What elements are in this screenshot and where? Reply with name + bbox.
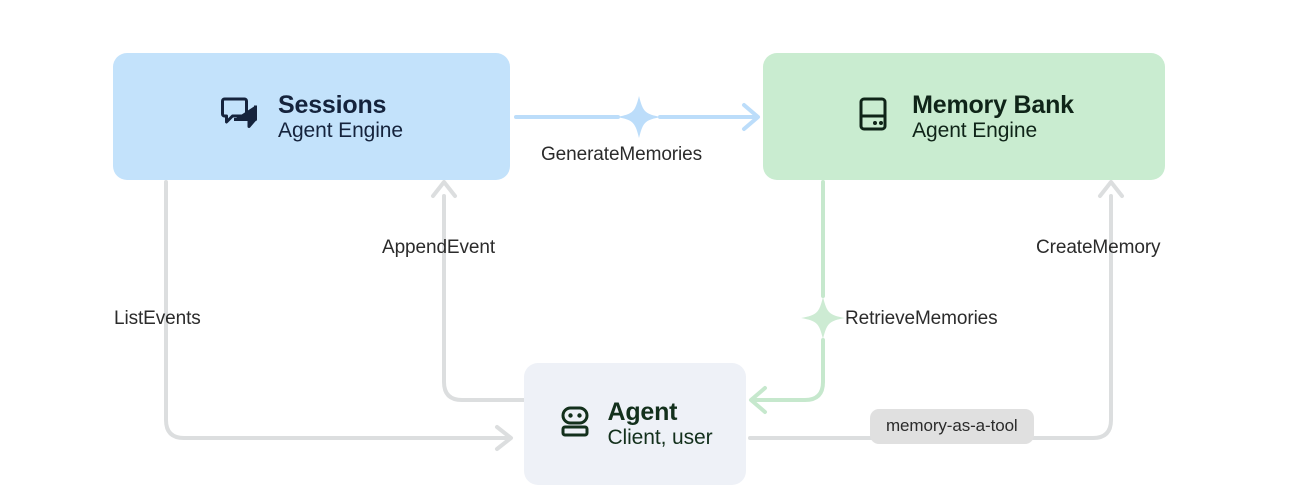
edge-list-events-arrowhead <box>495 425 513 451</box>
node-agent[interactable]: Agent Client, user <box>524 363 746 485</box>
robot-icon <box>557 403 593 444</box>
edge-append-event-arrowhead <box>431 180 457 198</box>
edge-retrieve-memories <box>749 180 845 414</box>
edge-label-generate-memories: GenerateMemories <box>541 144 703 165</box>
edge-label-create-memory: CreateMemory <box>1036 237 1161 258</box>
node-agent-title: Agent <box>607 398 678 427</box>
edge-append-event-path <box>442 194 526 402</box>
edge-generate-memories-arrowhead <box>742 103 760 131</box>
node-sessions-subtitle: Agent Engine <box>278 118 403 142</box>
edge-label-list-events: ListEvents <box>114 308 201 329</box>
edge-list-events-path <box>164 180 512 440</box>
edge-retrieve-memories-path-lower <box>750 338 825 402</box>
memory-bank-icon <box>854 94 894 139</box>
node-sessions-title: Sessions <box>278 90 387 119</box>
chat-bubbles-icon <box>220 94 260 139</box>
edge-label-append-event: AppendEvent <box>382 237 495 258</box>
edge-generate-memories <box>514 96 760 138</box>
node-agent-subtitle: Client, user <box>607 426 713 450</box>
sparkle-icon <box>617 96 661 138</box>
edge-list-events <box>164 180 513 451</box>
edge-append-event <box>431 180 526 402</box>
node-memory-bank[interactable]: Memory Bank Agent Engine <box>763 53 1165 180</box>
edge-create-memory <box>748 180 1124 440</box>
node-memory-bank-title: Memory Bank <box>912 90 1074 119</box>
edge-create-memory-path <box>748 194 1113 440</box>
edge-retrieve-memories-arrowhead <box>749 386 767 414</box>
edge-create-memory-arrowhead <box>1098 180 1124 198</box>
node-sessions[interactable]: Sessions Agent Engine <box>113 53 510 180</box>
node-memory-bank-subtitle: Agent Engine <box>912 118 1038 142</box>
badge-memory-as-a-tool: memory-as-a-tool <box>870 409 1034 444</box>
edge-label-retrieve-memories: RetrieveMemories <box>845 308 998 329</box>
sparkle-icon <box>801 297 845 339</box>
